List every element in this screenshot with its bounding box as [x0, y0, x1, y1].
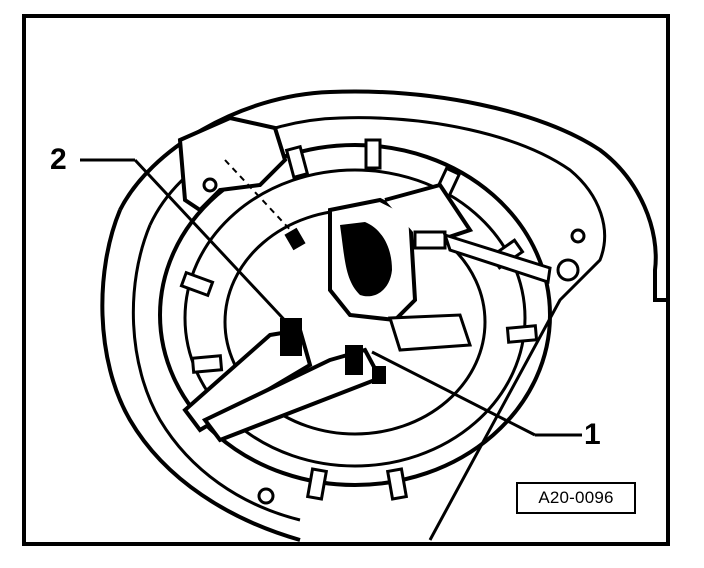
wire-lead [442, 232, 552, 284]
retainer-bracket [177, 115, 288, 213]
wire-clip [413, 230, 447, 250]
connector-plug [340, 222, 392, 297]
fuel-line-fitting-return [345, 345, 363, 375]
tank-inner-left [131, 224, 301, 522]
leader-line-2 [133, 158, 294, 330]
mount-hole-right [556, 258, 580, 282]
fuel-line-fitting-supply [280, 318, 302, 356]
figure-id-label: A20-0096 [516, 482, 636, 514]
bracket-hole [202, 177, 218, 193]
callout-number-2: 2 [50, 143, 67, 176]
guide-marker [284, 227, 306, 251]
fuel-line-fitting-clip [372, 366, 386, 384]
lower-connector-block [387, 313, 473, 352]
leader-line-1 [371, 350, 536, 437]
callout-number-1: 1 [584, 418, 601, 451]
mount-hole-bottom [257, 487, 275, 505]
mount-hole-far-right [570, 228, 586, 244]
flange-ring-mid [183, 168, 527, 468]
tank-outer-left [100, 209, 301, 542]
frame-border [22, 14, 670, 546]
flange-ring-outer [158, 143, 552, 487]
